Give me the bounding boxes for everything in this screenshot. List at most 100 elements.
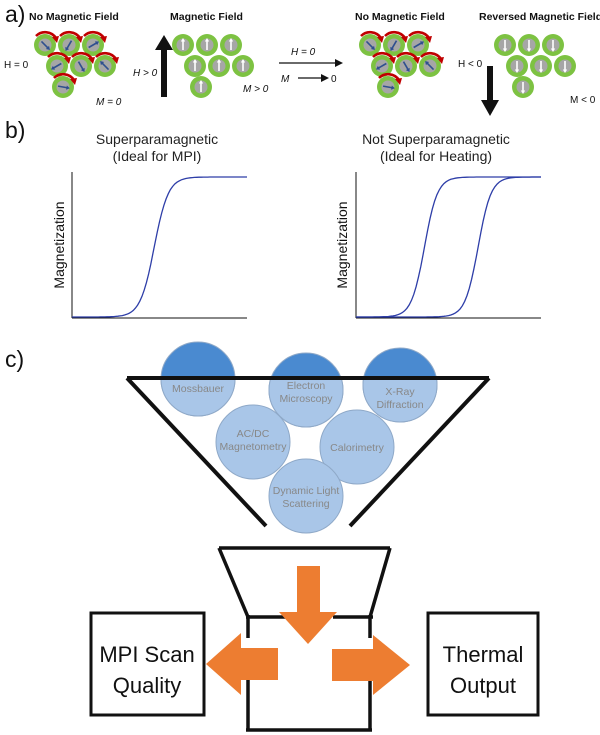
- particle-cluster-aligned-up: [172, 34, 254, 98]
- moment-arrow-icon: [57, 85, 69, 89]
- quality-label: Quality: [113, 673, 181, 698]
- moment-arrow-icon: [88, 41, 98, 49]
- particle: [512, 76, 534, 98]
- moment-arrow-icon: [377, 62, 387, 70]
- panel-c-label: c): [5, 346, 24, 372]
- state2-h-label: H > 0: [133, 68, 158, 79]
- state-magnetic-field: Magnetic Field H > 0 M > 0: [133, 11, 269, 98]
- down-arrow-icon: [279, 566, 337, 644]
- rotation-arrow-icon: [360, 30, 383, 39]
- label-calorimetry: Calorimetry: [330, 442, 384, 454]
- superparamagnetic-curve: [72, 176, 247, 318]
- particle: [542, 34, 564, 56]
- particle: [506, 55, 528, 77]
- left-plot-title-1: Superparamagnetic: [96, 131, 218, 147]
- hysteresis-ascending-curve: [356, 176, 541, 318]
- hysteresis-descending-curve: [356, 176, 541, 318]
- state1-h-label: H = 0: [4, 60, 29, 71]
- rotation-arrow-icon: [372, 51, 395, 60]
- particle: [52, 72, 77, 98]
- circle-calorimetry: [319, 409, 395, 485]
- left-arrow-icon: [206, 633, 278, 695]
- particle: [359, 30, 384, 56]
- particle: [220, 34, 242, 56]
- rotation-arrow-icon: [420, 51, 443, 60]
- funnel-outline: [125, 376, 491, 528]
- particle: [419, 51, 444, 77]
- particle: [494, 34, 516, 56]
- particle: [196, 34, 218, 56]
- rotation-arrow-icon: [95, 51, 118, 60]
- panel-a: a) No Magnetic Field H = 0 M = 0 Magneti…: [4, 1, 600, 116]
- rotation-arrow-icon: [378, 72, 401, 81]
- particle: [377, 72, 402, 98]
- moment-arrow-icon: [413, 41, 423, 49]
- particle: [172, 34, 194, 56]
- state1-title: No Magnetic Field: [29, 11, 119, 23]
- particle: [94, 51, 119, 77]
- panel-b-label: b): [5, 117, 25, 143]
- particle: [184, 55, 206, 77]
- moment-arrow-icon: [425, 61, 435, 71]
- particle: [70, 51, 95, 77]
- circle-xray-diffraction: [362, 378, 438, 423]
- moment-arrow-icon: [65, 40, 73, 50]
- particle: [371, 51, 396, 77]
- moment-arrow-icon: [365, 40, 375, 50]
- rotation-arrow-icon: [396, 51, 419, 60]
- mpi-scan-label: MPI Scan: [99, 642, 194, 667]
- state2-title: Magnetic Field: [170, 11, 243, 23]
- circle-electron-microscopy: [268, 378, 344, 428]
- rotation-arrow-icon: [35, 30, 58, 39]
- state4-title: Reversed Magnetic Field: [479, 11, 600, 23]
- state3-title: No Magnetic Field: [355, 11, 445, 23]
- particle: [58, 30, 83, 56]
- particle-cluster-random-1: [34, 30, 119, 98]
- panel-b: b) Superparamagnetic (Ideal for MPI) Mag…: [5, 117, 541, 319]
- particle: [518, 34, 540, 56]
- particle: [530, 55, 552, 77]
- plot-not-superparamagnetic: Not Superparamagnetic (Ideal for Heating…: [334, 131, 541, 319]
- state-no-field-2: No Magnetic Field: [355, 11, 445, 98]
- right-plot-title-1: Not Superparamagnetic: [362, 131, 510, 147]
- label-mossbauer: Mossbauer: [172, 383, 224, 395]
- right-arrow-icon: [332, 635, 410, 695]
- particle: [208, 55, 230, 77]
- particle-cluster-aligned-down: [494, 34, 576, 98]
- circle-dynamic-light-scattering: [268, 458, 344, 534]
- mpi-scan-quality-box: MPI Scan Quality: [89, 611, 206, 717]
- particle: [34, 30, 59, 56]
- moment-arrow-icon: [77, 61, 85, 71]
- circle-acdc-magnetometry: [215, 404, 291, 480]
- technique-circles-lower: [215, 404, 395, 534]
- particle: [554, 55, 576, 77]
- particle: [46, 51, 71, 77]
- rotation-arrow-icon: [47, 51, 70, 60]
- orange-arrows: [206, 566, 410, 695]
- rotation-arrow-icon: [53, 72, 76, 81]
- particle: [190, 76, 212, 98]
- thermal-output-box: Thermal Output: [426, 611, 540, 717]
- left-plot-title-2: (Ideal for MPI): [113, 148, 202, 164]
- rotation-arrow-icon: [59, 30, 82, 39]
- panel-a-label: a): [5, 1, 25, 27]
- technique-circles-inside: [160, 378, 438, 428]
- moment-arrow-icon: [40, 40, 50, 50]
- state-reversed-field: Reversed Magnetic Field H < 0 M < 0: [458, 11, 600, 116]
- plot-superparamagnetic: Superparamagnetic (Ideal for MPI) Magnet…: [51, 131, 247, 319]
- transition-m-left: M: [281, 74, 290, 85]
- particle: [407, 30, 432, 56]
- particle: [82, 30, 107, 56]
- rotation-arrow-icon: [408, 30, 431, 39]
- particle: [232, 55, 254, 77]
- state4-h-label: H < 0: [458, 59, 483, 70]
- transition-m-right: 0: [331, 74, 337, 85]
- left-plot-ylabel: Magnetization: [51, 201, 67, 288]
